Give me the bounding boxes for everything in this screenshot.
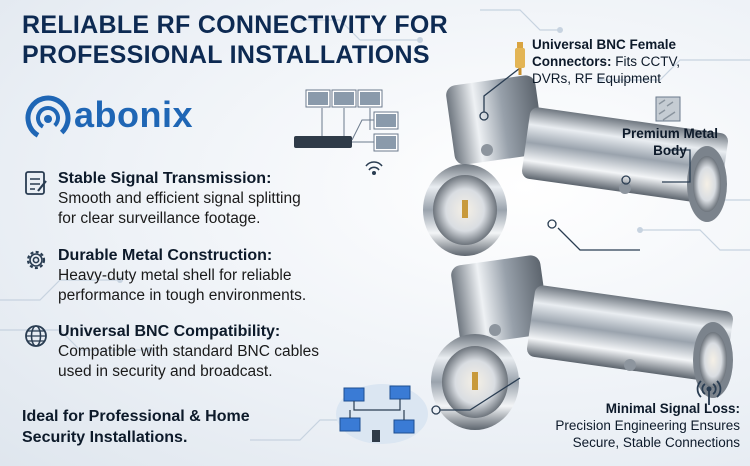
page-title: RELIABLE RF CONNECTIVITY FOR PROFESSIONA… [22, 10, 452, 70]
footer-line-1: Ideal for Professional & Home [22, 408, 250, 425]
callout-metal-body: Premium Metal Body [620, 125, 720, 159]
globe-icon [25, 325, 47, 347]
footer-line-2: Security Installations. [22, 429, 188, 446]
metal-plate-icon [655, 96, 681, 122]
callout-bnc-line-3: DVRs, RF Equipment [532, 71, 662, 86]
callout-loss-title: Minimal Signal Loss: [605, 401, 740, 416]
feature-desc-signal-1: Smooth and efficient signal splitting [58, 190, 301, 207]
checklist-icon [25, 171, 47, 195]
title-line-1: RELIABLE RF CONNECTIVITY FOR [22, 11, 449, 39]
feature-desc-metal-1: Heavy-duty metal shell for reliable [58, 267, 292, 284]
feature-desc-compat-1: Compatible with standard BNC cables [58, 343, 320, 360]
brand-logo-icon [25, 95, 71, 140]
feature-title-compat: Universal BNC Compatibility: [58, 323, 281, 340]
callout-metal-line-1: Premium Metal [621, 126, 719, 141]
bnc-t-connectors-image [423, 75, 734, 430]
callout-signal-loss: Minimal Signal Loss: Precision Engineeri… [520, 400, 740, 451]
bnc-connector-bottom [431, 255, 734, 430]
callout-loss-line-1: Precision Engineering Ensures [555, 418, 740, 433]
title-line-2: PROFESSIONAL INSTALLATIONS [22, 41, 430, 69]
wireless-signal-icon [696, 380, 722, 405]
callout-bnc-title: Universal BNC Female [532, 37, 677, 52]
feature-desc-metal-2: performance in tough environments. [58, 287, 307, 304]
callout-bnc-connectors: Universal BNC Female Connectors: Fits CC… [532, 36, 680, 87]
gear-icon [26, 250, 46, 270]
callout-bnc-rest: Fits CCTV, [611, 54, 681, 69]
feature-desc-compat-2: used in security and broadcast. [58, 363, 273, 380]
footer-note: Ideal for Professional & Home Security I… [22, 406, 250, 448]
pin-contact-icon [515, 42, 525, 75]
brand-name: abonix [74, 94, 194, 135]
callout-bnc-bold: Connectors: [532, 54, 612, 69]
feature-title-signal: Stable Signal Transmission: [58, 170, 272, 187]
network-monitors-icon [336, 384, 428, 444]
callout-metal-line-2: Body [653, 143, 687, 158]
feature-title-metal: Durable Metal Construction: [58, 247, 273, 264]
bnc-connector-top [423, 75, 729, 256]
surveillance-setup-icon [294, 89, 399, 175]
callout-loss-line-2: Secure, Stable Connections [572, 435, 740, 450]
feature-desc-signal-2: for clear surveillance footage. [58, 210, 261, 227]
